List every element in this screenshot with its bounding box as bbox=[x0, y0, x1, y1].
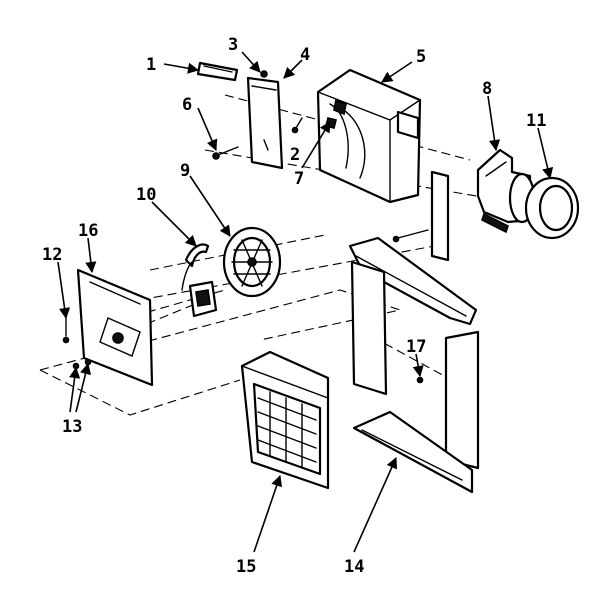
part-16-mounting-plate bbox=[76, 268, 154, 387]
callout-4: 4 bbox=[300, 45, 310, 65]
callout-6: 6 bbox=[182, 95, 192, 115]
duct-damper-pin bbox=[481, 212, 509, 234]
callout-labels: 1 2 3 4 5 6 7 8 9 10 11 12 13 14 15 16 1… bbox=[42, 35, 546, 577]
callout-2: 2 bbox=[290, 145, 300, 165]
callout-12: 12 bbox=[42, 245, 62, 265]
callout-10: 10 bbox=[136, 185, 156, 205]
callout-leaders bbox=[57, 51, 554, 553]
callout-7: 7 bbox=[294, 169, 304, 189]
callout-5: 5 bbox=[416, 47, 426, 67]
part-5-fan-housing bbox=[316, 68, 422, 204]
part-9-blower-wheel bbox=[222, 226, 282, 298]
part-17-screw bbox=[416, 376, 424, 384]
callout-9: 9 bbox=[180, 161, 190, 181]
part-14-cover-panels bbox=[348, 236, 480, 494]
callout-15: 15 bbox=[236, 557, 256, 577]
callout-14: 14 bbox=[344, 557, 364, 577]
part-11-duct-ring bbox=[524, 176, 580, 240]
part-4-bracket-plate bbox=[246, 76, 284, 170]
mounting-strip bbox=[392, 170, 450, 262]
part-10-motor bbox=[181, 243, 218, 318]
callout-1: 1 bbox=[146, 55, 156, 75]
part-1-clip bbox=[196, 61, 239, 82]
part-6-screw bbox=[212, 146, 239, 160]
part-15-front-grille bbox=[240, 350, 330, 490]
callout-16: 16 bbox=[78, 221, 98, 241]
part-2-screw bbox=[291, 117, 303, 134]
callout-8: 8 bbox=[482, 79, 492, 99]
part-12-screw bbox=[62, 317, 70, 344]
callout-11: 11 bbox=[526, 111, 546, 131]
callout-17: 17 bbox=[406, 337, 426, 357]
part-3-screw bbox=[260, 70, 268, 78]
callout-13: 13 bbox=[62, 417, 82, 437]
callout-3: 3 bbox=[228, 35, 238, 55]
